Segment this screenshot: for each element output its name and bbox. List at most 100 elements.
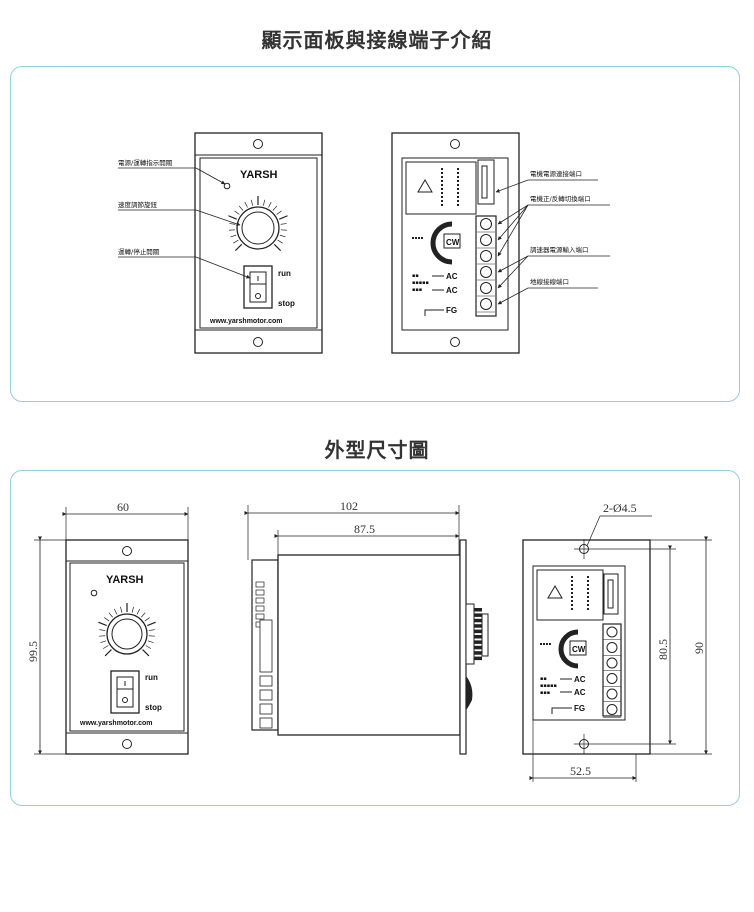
knob-tick [136, 608, 141, 615]
knob-tick [131, 606, 134, 613]
label-knob: 速度調節旋鈕 [118, 200, 158, 209]
dim-holes: 2-Ø4.5 [603, 501, 637, 515]
svg-text:▪▪▪: ▪▪▪ [540, 690, 550, 696]
label-motor-power: 電機電源連接端口 [530, 169, 582, 178]
knob-tooth [474, 629, 482, 634]
dim-depth-total: 102 [340, 499, 358, 513]
website-label: www.yarshmotor.com [209, 318, 282, 325]
knob-tooth [474, 640, 482, 644]
dim-run-label: run [145, 673, 158, 682]
knob-tick [144, 617, 150, 622]
dim-ac2-label: AC [574, 688, 586, 697]
side-fin [255, 597, 265, 604]
svg-text:▪▪▪: ▪▪▪ [412, 287, 422, 293]
dim-width-front: 60 [117, 500, 129, 514]
label-controller-power: 調速器電源輸入端口 [530, 245, 589, 254]
panel-wiring-intro [10, 66, 740, 402]
knob-tick [272, 205, 278, 211]
speed-knob[interactable] [228, 196, 288, 252]
dim-width-back: 52.5 [570, 764, 591, 778]
side-terminal [259, 689, 273, 701]
side-fin [255, 581, 265, 588]
side-terminal [259, 717, 273, 729]
terminal-screw [606, 704, 618, 715]
label-switch: 運轉/停止開關 [118, 247, 159, 256]
terminal-screw [606, 626, 618, 638]
knob-tick [147, 621, 156, 627]
knob-tick [113, 608, 118, 615]
knob-tick [238, 205, 244, 211]
dim-height-back: 90 [692, 642, 706, 654]
svg-text:▪▪▪▪▪: ▪▪▪▪▪ [540, 683, 557, 689]
terminal-screw [606, 673, 618, 684]
cw-label: CW [446, 238, 460, 247]
section-title-dimensions: 外型尺寸圖 [324, 440, 430, 462]
dim-front-view: YARSH run stop www.yarshmotor.com 60 99.… [26, 500, 189, 755]
knob-tick [250, 199, 253, 206]
dim-warning-icon [547, 585, 563, 599]
indicator-light [223, 182, 231, 190]
knob-tick [141, 612, 146, 618]
terminal-screw [480, 250, 492, 262]
terminal-screw [606, 642, 618, 653]
front-panel-drawing: YARSH run stop www.yarshmotor.com [194, 132, 323, 354]
terminal-screw [480, 218, 492, 230]
front-panel-callouts: 電源/運轉指示開關 速度調節旋鈕 運轉/停止開關 [118, 158, 251, 279]
dim-brand-logo: YARSH [106, 574, 144, 586]
stop-label: stop [278, 299, 295, 308]
svg-text:▪▪: ▪▪ [540, 676, 547, 682]
knob-tick [276, 210, 282, 215]
terminal-screw [606, 657, 618, 669]
ac1-label: AC [446, 272, 458, 281]
knob-tick [120, 606, 123, 613]
knob-tick [234, 243, 243, 252]
knob-tick [104, 649, 112, 657]
knob-tick [244, 202, 248, 208]
label-motor-dir: 電機正/反轉切換端口 [530, 194, 591, 203]
dim-ac1-label: AC [574, 675, 586, 684]
knob-tick [230, 234, 237, 238]
knob-tick [273, 243, 282, 252]
warning-icon [417, 179, 433, 193]
terminal-block [477, 218, 495, 313]
knob-tick [104, 617, 110, 622]
knob-tick [100, 640, 107, 643]
dim-back-view: CW ▪▪ ▪▪▪▪▪ ▪▪▪ AC AC FG 2-Ø4.5 80.5 90 … [522, 501, 712, 782]
run-label: run [278, 269, 291, 278]
knob-tick [229, 223, 236, 225]
knob-tick [142, 649, 150, 657]
knob-tick [147, 640, 154, 643]
knob-tooth [474, 618, 482, 623]
knob-tick [233, 239, 239, 244]
terminal-screw [606, 688, 618, 700]
dim-hole-pitch: 80.5 [656, 639, 670, 660]
back-panel-drawing: CW ▪▪ ▪▪▪▪▪ ▪▪▪ AC AC FG [391, 132, 520, 354]
knob-tooth [474, 656, 482, 661]
knob-tick [263, 199, 266, 206]
knob-tooth [474, 635, 482, 639]
back-panel-callouts: 電機電源連接端口 電機正/反轉切換端口 調速器電源輸入端口 地線接線端口 [495, 169, 610, 305]
dim-stop-label: stop [145, 703, 162, 712]
side-fin [255, 613, 265, 620]
side-terminal [259, 675, 273, 687]
knob-tick [279, 215, 288, 220]
side-fin [255, 605, 265, 612]
svg-text:▪▪: ▪▪ [412, 273, 419, 279]
knob-tick [268, 202, 272, 208]
label-indicator: 電源/運轉指示開關 [118, 158, 172, 167]
knob-tick [98, 621, 107, 627]
knob-tick [148, 629, 155, 631]
dim-fg-label: FG [574, 704, 585, 713]
label-ground: 地線接線端口 [530, 277, 569, 286]
terminal-screw [480, 266, 492, 278]
terminal-screw [480, 234, 492, 246]
dim-terminal-block [603, 626, 621, 718]
terminal-screw [480, 298, 492, 310]
fg-label: FG [446, 306, 457, 315]
knob-tooth [474, 651, 482, 655]
knob-tick [108, 612, 113, 618]
knob-tick [99, 629, 106, 631]
brand-logo: YARSH [240, 169, 278, 181]
knob-tick [234, 210, 240, 215]
